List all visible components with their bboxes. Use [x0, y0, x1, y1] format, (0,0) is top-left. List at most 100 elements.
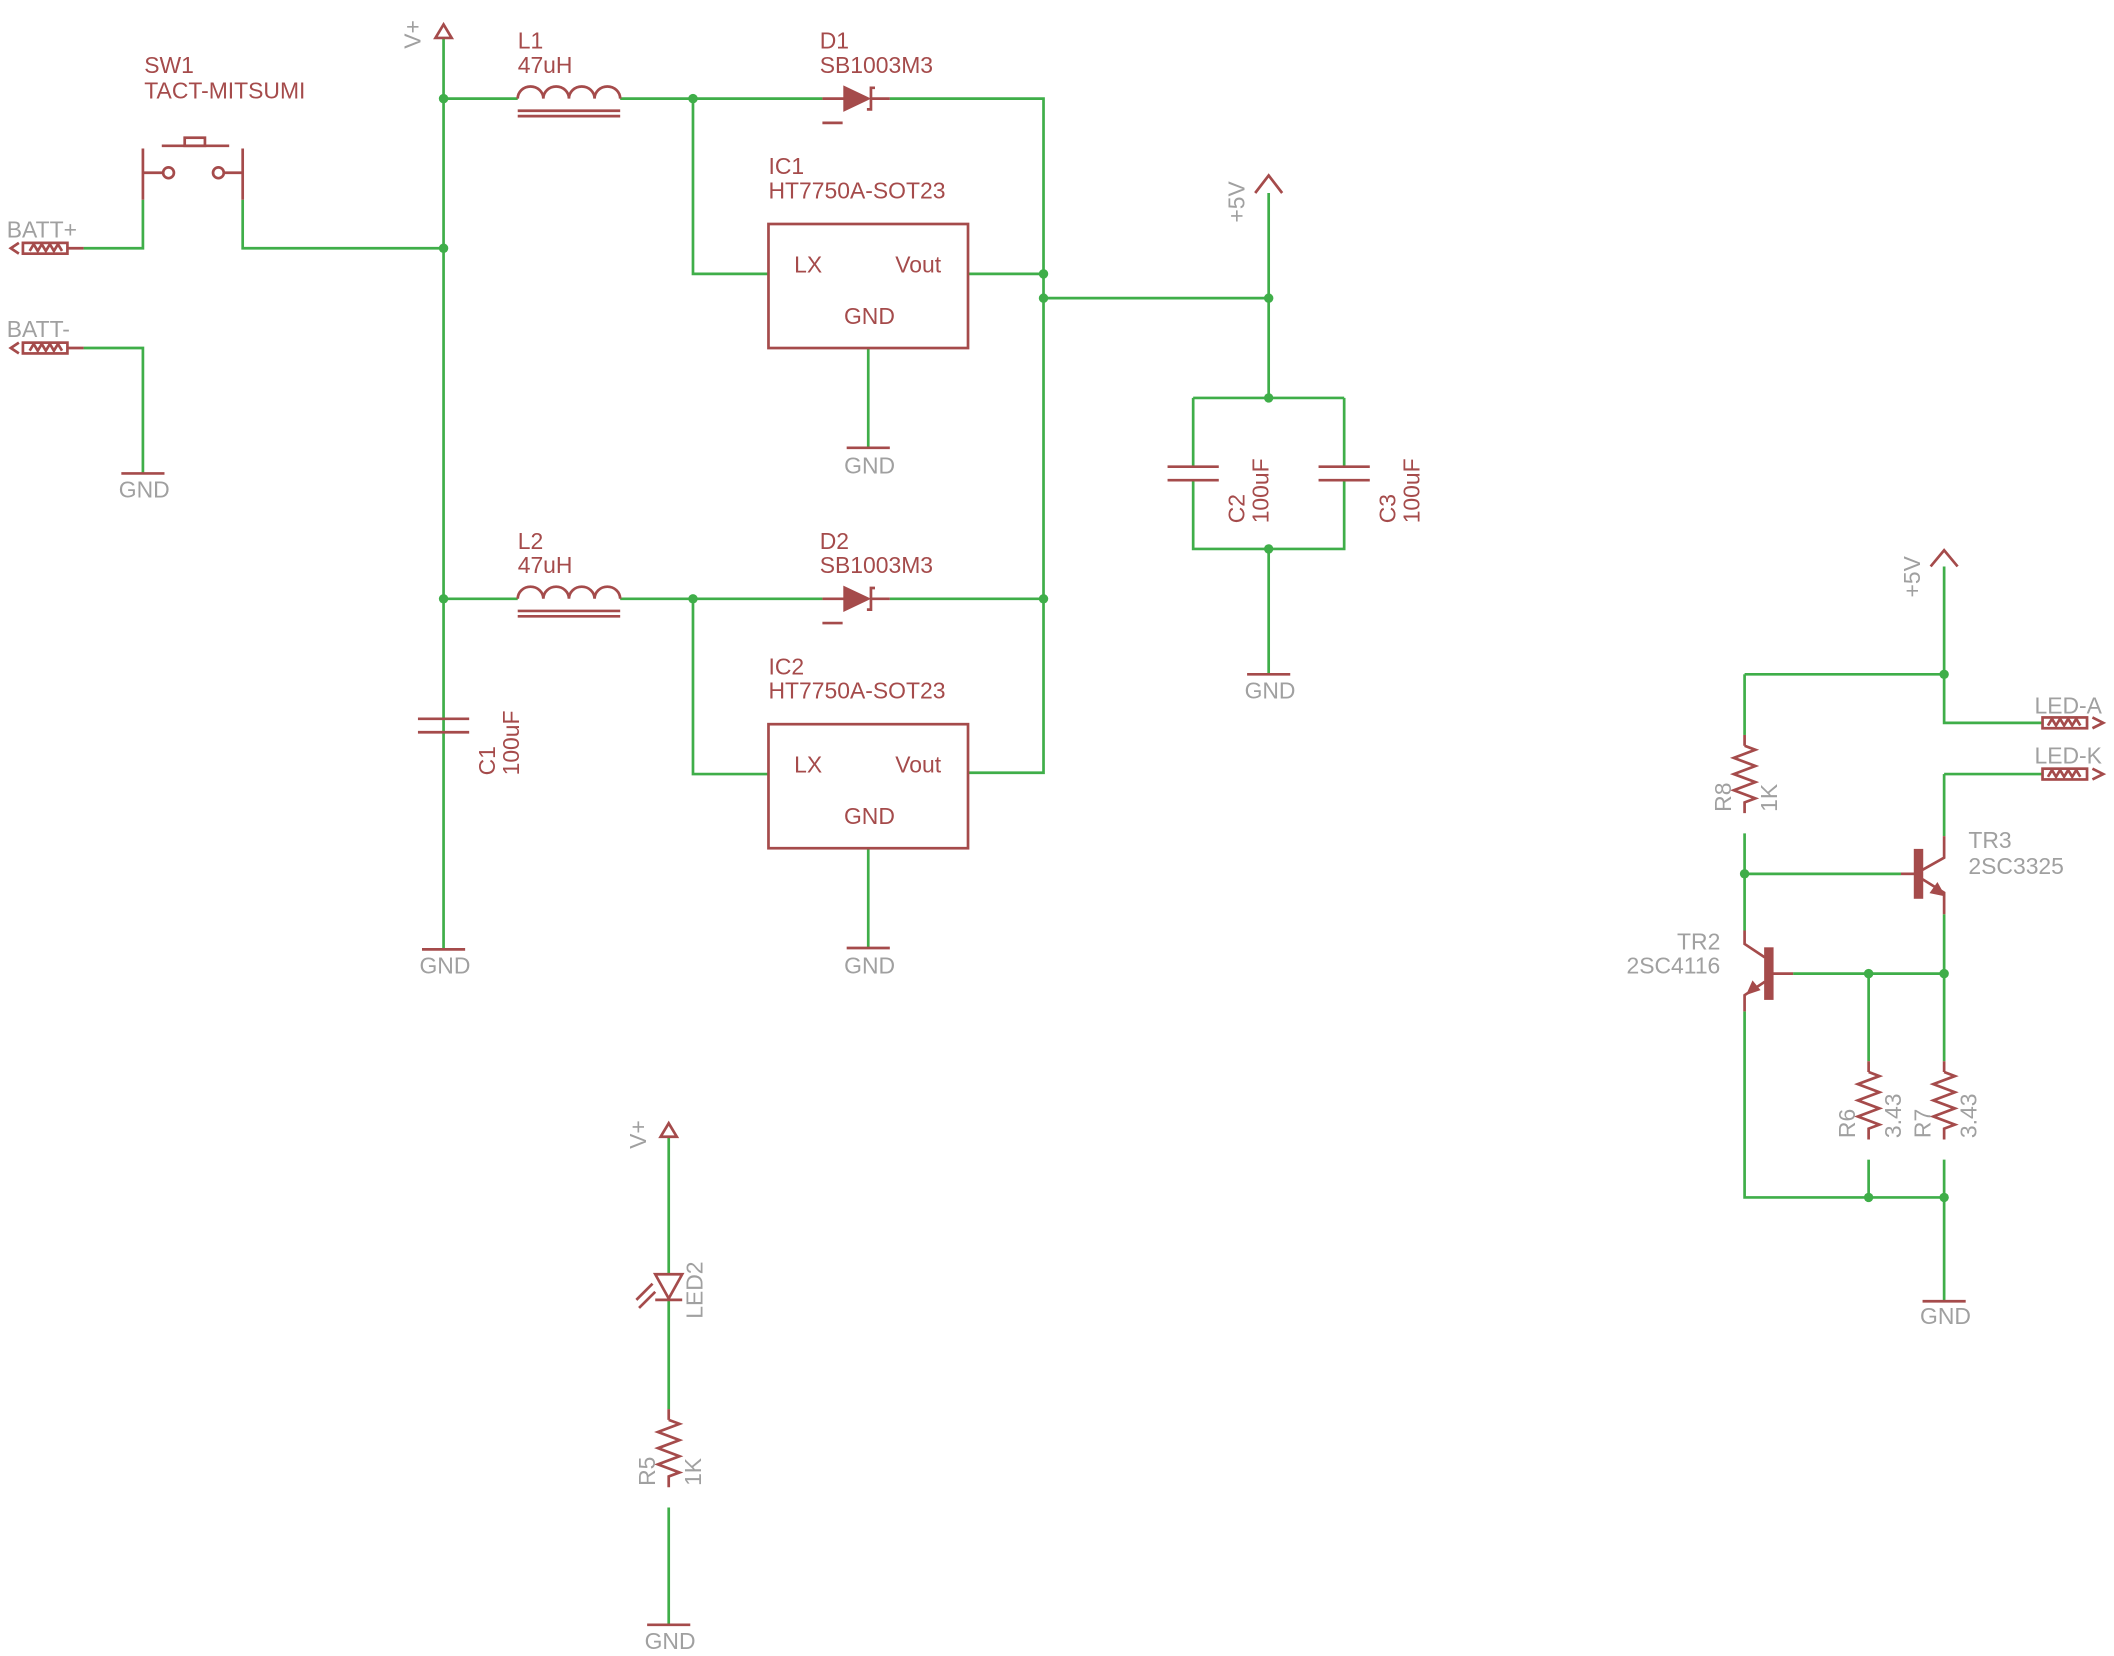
r7-name: R7	[1910, 1109, 1936, 1138]
r8-name: R8	[1710, 783, 1736, 812]
junction-dot	[1739, 869, 1750, 879]
sw1-name: SW1	[144, 52, 194, 78]
vplus-symbol	[433, 21, 455, 40]
tr2-value: 2SC4116	[1626, 953, 1720, 979]
d2-value: SB1003M3	[820, 552, 933, 578]
junction-dot	[1263, 544, 1274, 554]
net-vplus: V+	[400, 20, 426, 49]
junction-dot	[1863, 968, 1874, 979]
capacitor-c3[interactable]	[1318, 465, 1370, 482]
ic2-body[interactable]	[767, 722, 970, 850]
r5-name: R5	[634, 1457, 660, 1486]
gnd-label: GND	[844, 452, 895, 478]
junction-dot	[1263, 393, 1274, 403]
junction-dot	[688, 93, 698, 104]
gnd-label: GND	[844, 953, 895, 979]
tr3-value: 2SC3325	[1968, 853, 2064, 879]
junction-dot	[688, 594, 698, 604]
c1-value: 100uF	[498, 710, 524, 775]
vplus-symbol	[658, 1120, 680, 1139]
gnd-label: GND	[1920, 1303, 1971, 1329]
led2-name: LED2	[681, 1261, 707, 1318]
diode-d1[interactable]	[822, 85, 890, 125]
r8-value: 1K	[1756, 783, 1782, 812]
connector-led-k[interactable]	[2041, 767, 2107, 781]
ic2-name: IC2	[768, 653, 804, 679]
ic1-pin-gnd: GND	[844, 303, 895, 329]
ic1-body[interactable]	[767, 222, 970, 350]
gnd-label: GND	[119, 477, 170, 503]
connector-batt-plus[interactable]	[8, 241, 84, 256]
junction-dot	[438, 594, 449, 604]
capacitor-c2[interactable]	[1167, 465, 1219, 482]
ic2-pin-gnd: GND	[844, 803, 895, 829]
plus5v-symbol	[1929, 548, 1959, 568]
l2-name: L2	[518, 528, 543, 554]
net-batt-minus: BATT-	[7, 316, 70, 342]
connector-led-a[interactable]	[2041, 716, 2107, 730]
gnd-label: GND	[645, 1628, 696, 1654]
wire	[691, 98, 769, 276]
l2-value: 47uH	[518, 552, 573, 578]
c2-name: C2	[1223, 494, 1249, 523]
transistor-tr2[interactable]	[1743, 930, 1794, 1012]
wire	[1942, 566, 2043, 725]
components	[8, 21, 2107, 1627]
sw1-value: TACT-MITSUMI	[144, 78, 305, 104]
r5-value: 1K	[680, 1457, 706, 1486]
diode-d2[interactable]	[822, 585, 890, 625]
c1-name: C1	[474, 746, 500, 775]
inductor-l1[interactable]	[516, 85, 622, 118]
resistor-r5[interactable]	[654, 1409, 684, 1488]
ic2-value: HT7750A-SOT23	[768, 678, 945, 704]
plus5v-symbol	[1254, 173, 1284, 194]
gnd-symbols	[121, 446, 1966, 1627]
l1-value: 47uH	[518, 52, 573, 78]
gnd-label: GND	[419, 953, 470, 979]
r7-value: 3.43	[1955, 1093, 1981, 1138]
junction-dot	[1939, 669, 1949, 680]
switch-sw1[interactable]	[141, 136, 245, 200]
junctions	[438, 93, 1949, 1203]
junction-dot	[1863, 1192, 1874, 1203]
net-batt-plus: BATT+	[7, 216, 77, 242]
c3-name: C3	[1374, 494, 1400, 523]
ic2-pin-lx: LX	[794, 752, 822, 778]
resistor-r7[interactable]	[1929, 1061, 1959, 1140]
inductor-l2[interactable]	[516, 585, 622, 618]
gnd-label: GND	[1245, 678, 1296, 704]
led-led2[interactable]	[635, 1272, 685, 1309]
wires	[83, 37, 2043, 1625]
d2-name: D2	[820, 528, 849, 554]
d1-name: D1	[820, 28, 849, 54]
ic1-pin-lx: LX	[794, 252, 822, 278]
junction-dot	[438, 93, 449, 104]
wire	[889, 97, 1045, 775]
resistor-r8[interactable]	[1729, 734, 1760, 814]
junction-dot	[1038, 594, 1049, 604]
ic2-pin-vout: Vout	[895, 752, 941, 778]
wire	[83, 199, 145, 250]
c2-value: 100uF	[1248, 458, 1274, 523]
r6-value: 3.43	[1880, 1093, 1906, 1138]
junction-dot	[1939, 968, 1949, 979]
net-led-k: LED-K	[2034, 742, 2102, 768]
labels: SW1 TACT-MITSUMI L1 47uH D1 SB1003M3 IC1…	[7, 20, 2103, 1654]
resistor-r6[interactable]	[1853, 1061, 1884, 1140]
r6-name: R6	[1834, 1109, 1860, 1138]
transistor-tr3[interactable]	[1900, 836, 1946, 915]
net-plus5v: +5V	[1223, 181, 1249, 223]
wire	[1743, 1011, 1945, 1199]
ic1-value: HT7750A-SOT23	[768, 177, 945, 203]
net-led-a: LED-A	[2034, 692, 2102, 718]
wire	[83, 346, 145, 474]
junction-dot	[438, 243, 449, 253]
d1-value: SB1003M3	[820, 52, 933, 78]
l1-name: L1	[518, 28, 543, 54]
net-plus5v: +5V	[1899, 555, 1925, 597]
tr3-name: TR3	[1968, 827, 2011, 853]
capacitor-c1[interactable]	[417, 717, 470, 734]
connector-batt-minus[interactable]	[8, 341, 84, 355]
wire	[691, 598, 769, 776]
